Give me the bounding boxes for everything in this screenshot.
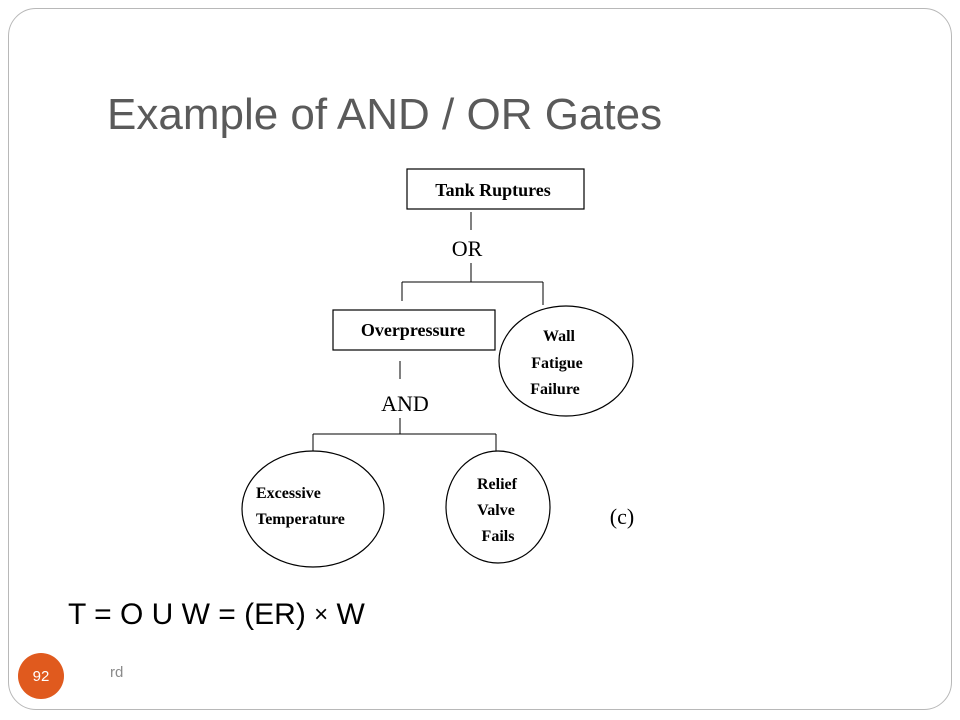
- slide-frame: [8, 8, 952, 710]
- wall-label-line3: Failure: [530, 381, 579, 398]
- page-number-badge: 92: [18, 653, 64, 699]
- or-gate-label: OR: [452, 236, 483, 261]
- top-event-label: Tank Ruptures: [435, 180, 551, 200]
- wall-fatigue-failure-node: [498, 305, 634, 417]
- relief-label-line1: Relief: [477, 476, 518, 493]
- excessive-label-line2: Temperature: [256, 511, 345, 528]
- relief-valve-fails-node: [445, 450, 551, 564]
- excessive-temperature-node: [241, 450, 385, 568]
- boolean-formula: T = O U W = (ER) × W: [68, 598, 365, 632]
- formula-lhs: T = O U W = (ER): [68, 598, 315, 631]
- wall-label-line2: Fatigue: [531, 355, 583, 372]
- wall-label-line1: Wall: [543, 328, 576, 345]
- and-gate-label: AND: [381, 391, 429, 416]
- relief-label-line3: Fails: [482, 528, 515, 545]
- excessive-label-line1: Excessive: [256, 485, 321, 502]
- overpressure-box: [332, 309, 496, 351]
- top-event-box: [406, 168, 585, 210]
- diagram-caption: (c): [610, 504, 634, 529]
- formula-operator: ×: [314, 601, 329, 628]
- slide-title: Example of AND / OR Gates: [107, 90, 663, 139]
- relief-label-line2: Valve: [477, 502, 515, 519]
- footer-text: rd: [110, 664, 124, 681]
- overpressure-label: Overpressure: [361, 320, 465, 340]
- formula-rhs: W: [328, 598, 365, 631]
